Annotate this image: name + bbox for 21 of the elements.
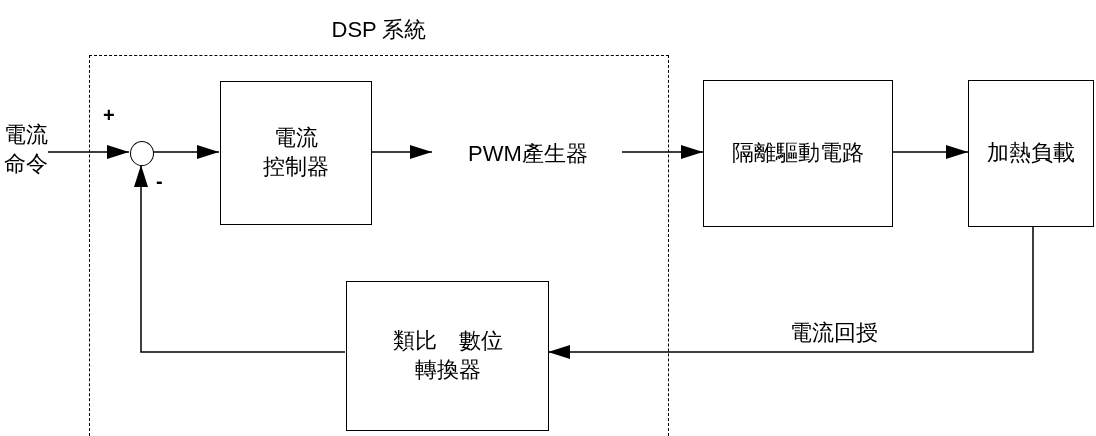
process-box bbox=[703, 80, 893, 227]
arrow bbox=[370, 145, 433, 159]
block-text: 電流控制器 bbox=[263, 124, 329, 181]
sign-label: - bbox=[156, 170, 163, 193]
arrow bbox=[134, 164, 346, 353]
arrow bbox=[547, 226, 1034, 359]
process-box bbox=[346, 281, 549, 431]
arrow bbox=[47, 145, 130, 159]
arrow bbox=[621, 145, 704, 159]
block-label: 電流命令 bbox=[4, 121, 48, 178]
arrow bbox=[152, 145, 220, 159]
process-box bbox=[220, 81, 372, 225]
arrow bbox=[892, 145, 969, 159]
sign-label: + bbox=[103, 104, 115, 127]
block-text: 類比 數位轉換器 bbox=[392, 327, 503, 384]
block-label: PWM產生器 bbox=[468, 139, 588, 168]
process-box bbox=[968, 80, 1094, 227]
block-text: 隔離驅動電路 bbox=[732, 139, 864, 168]
summing-junction bbox=[130, 141, 154, 166]
block-text: DSP 系統 bbox=[330, 16, 428, 44]
block-text: 加熱負載 bbox=[987, 139, 1075, 168]
